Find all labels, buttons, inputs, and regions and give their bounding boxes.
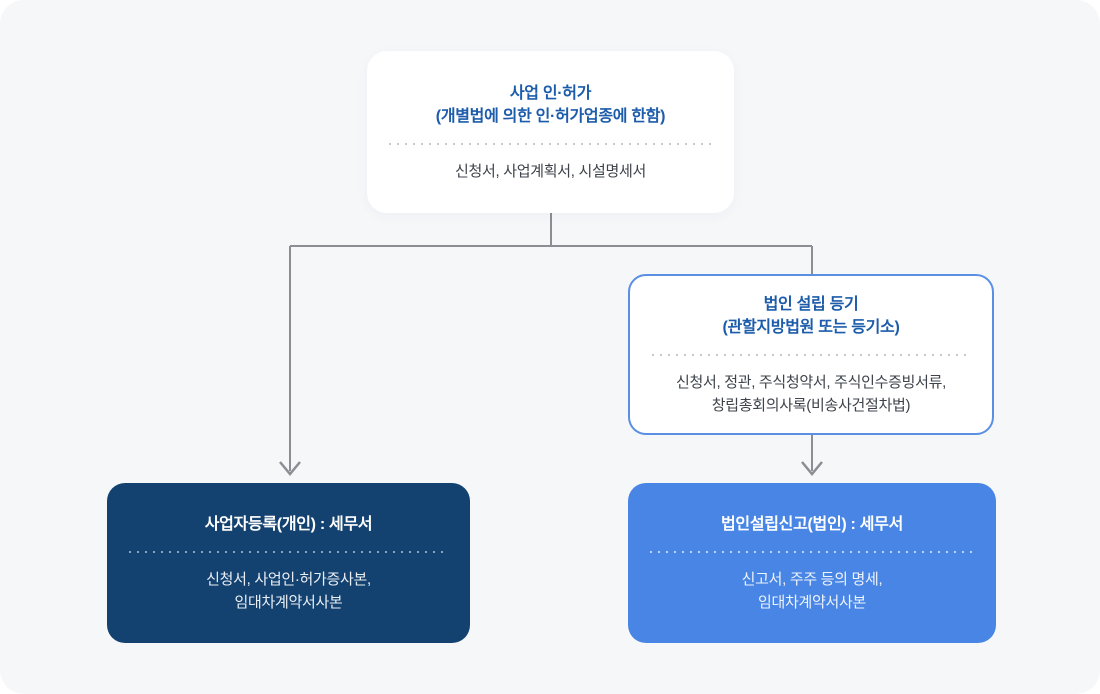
node-body-line: 임대차계약서사본 [757,593,866,611]
node-body-line: 창립총회의사록(비송사건절차법) [711,396,911,414]
arrow-down-icon [279,461,301,476]
node-title: 법인설립신고(법인) : 세무서 [721,513,903,536]
node-body-line: 임대차계약서사본 [234,593,343,611]
dotted-divider [129,550,448,553]
node-body-line: 신청서, 사업인·허가증사본, [206,570,371,588]
node-title-line: (관할지방법원 또는 등기소) [722,318,900,336]
dotted-divider [650,550,974,553]
node-body: 신고서, 주주 등의 명세, 임대차계약서사본 [742,568,883,614]
node-body-line: 신청서, 정관, 주식청약서, 주식인수증빙서류, [675,373,947,391]
connector-path [289,213,813,471]
node-title-line: (개별법에 의한 인·허가업종에 한함) [435,107,666,125]
dotted-divider [652,353,970,356]
node-title-line: 사업 인·허가 [509,84,592,102]
node-title-line: 법인설립신고(법인) : 세무서 [721,515,903,533]
node-business-permit: 사업 인·허가 (개별법에 의한 인·허가업종에 한함) 신청서, 사업계획서,… [367,51,734,213]
node-title: 법인 설립 등기 (관할지방법원 또는 등기소) [723,293,900,339]
node-body: 신청서, 정관, 주식청약서, 주식인수증빙서류, 창립총회의사록(비송사건절차… [676,371,946,417]
node-corporation-filing: 법인설립신고(법인) : 세무서 신고서, 주주 등의 명세, 임대차계약서사본 [628,483,996,643]
arrow-down-icon [801,461,823,476]
node-incorporation-registration: 법인 설립 등기 (관할지방법원 또는 등기소) 신청서, 정관, 주식청약서,… [628,274,994,435]
node-title: 사업자등록(개인) : 세무서 [205,513,373,536]
node-body: 신청서, 사업인·허가증사본, 임대차계약서사본 [206,568,371,614]
node-title: 사업 인·허가 (개별법에 의한 인·허가업종에 한함) [435,82,666,128]
node-title-line: 법인 설립 등기 [763,295,859,313]
node-body-line: 신청서, 사업계획서, 시설명세서 [455,162,646,180]
node-body: 신청서, 사업계획서, 시설명세서 [455,160,646,183]
dotted-divider [389,142,712,145]
node-title-line: 사업자등록(개인) : 세무서 [204,515,373,533]
node-business-registration-individual: 사업자등록(개인) : 세무서 신청서, 사업인·허가증사본, 임대차계약서사본 [107,483,470,643]
node-body-line: 신고서, 주주 등의 명세, [741,570,883,588]
